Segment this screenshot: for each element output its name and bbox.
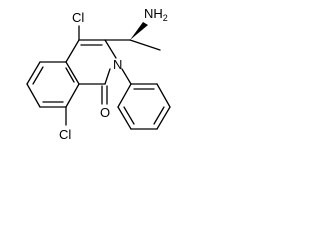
- benzo-ring: [26, 61, 80, 108]
- bond-c3-n2: [104, 39, 117, 59]
- double-bond-c4a-c8a: [65, 67, 75, 83]
- bond-ph5-ph6: [117, 106, 132, 130]
- phenyl-ring: [117, 83, 171, 130]
- structure-diagram: NH2 Cl Cl N O: [26, 6, 171, 142]
- bond-ph2-ph3: [156, 83, 171, 108]
- n-label: N: [113, 57, 122, 72]
- double-bond-c5-c6: [32, 66, 44, 85]
- cl-label-top: Cl: [72, 10, 84, 25]
- bond-c8-c8a: [65, 83, 80, 108]
- bond-ph6-ph1: [117, 83, 132, 108]
- double-bond-ph3-ph4: [153, 106, 165, 125]
- bond-c5-c6: [26, 61, 41, 85]
- cl-label-bottom: Cl: [59, 127, 71, 142]
- bond-n-phenyl: [121, 68, 132, 85]
- bond-n2-c1: [104, 68, 111, 85]
- bond-ph3-ph4: [156, 106, 171, 130]
- o-label: O: [100, 105, 110, 120]
- pyridinone-ring: [65, 39, 117, 85]
- bond-chiral-methyl: [129, 39, 161, 51]
- wedge-bond-chiral-nh2: [130, 22, 148, 40]
- bond-c4a-c4: [65, 39, 80, 63]
- bond-c6-c7: [26, 83, 41, 108]
- nh2-label: NH2: [144, 6, 168, 23]
- double-bond-ph5-ph6: [123, 106, 135, 125]
- bond-c8a-c4a: [65, 61, 80, 85]
